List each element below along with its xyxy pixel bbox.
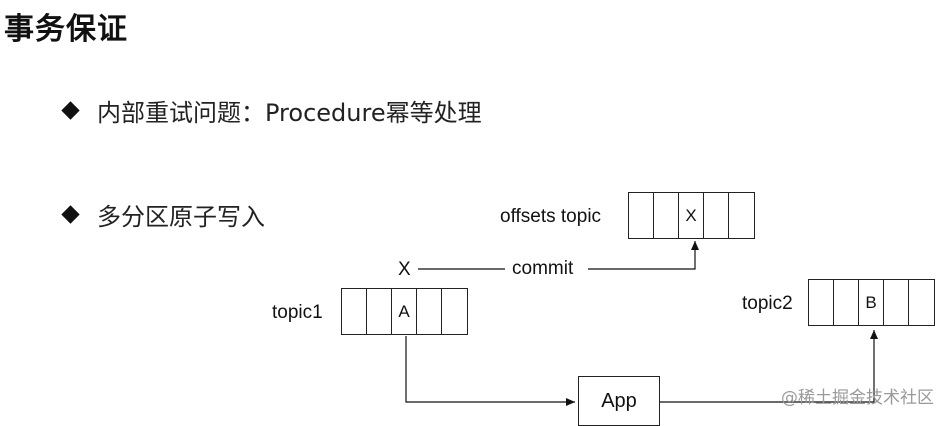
bullet-atomic-write: 多分区原子写入	[61, 197, 265, 232]
bullet-text: 内部重试问题：Procedure幂等处理	[97, 99, 482, 127]
topic1-cell	[442, 289, 467, 334]
bullet-text: 多分区原子写入	[97, 203, 265, 231]
offsets-cell	[729, 193, 754, 238]
slide-title: 事务保证	[4, 12, 128, 47]
offsets-cell: X	[679, 193, 704, 238]
diagram-connectors	[405, 241, 878, 406]
commit-arrow	[588, 241, 699, 270]
topic1-partition: A	[341, 288, 468, 335]
topic2-cell	[809, 280, 834, 325]
topic1-cell	[342, 289, 367, 334]
watermark: @稀土掘金技术社区	[781, 388, 934, 408]
offsets-cell	[654, 193, 679, 238]
topic2-label: topic2	[742, 293, 793, 314]
offsets-topic-partition: X	[628, 192, 755, 239]
topic1-cell	[417, 289, 442, 334]
topic2-partition: B	[808, 279, 935, 326]
app-label: App	[601, 389, 637, 412]
app-box: App	[578, 376, 660, 426]
commit-label: commit	[512, 258, 574, 279]
topic1-to-app-arrow	[405, 336, 575, 406]
topic1-label: topic1	[272, 302, 323, 323]
topic2-cell	[909, 280, 934, 325]
app-to-topic2-arrow	[660, 330, 878, 403]
topic2-cell	[884, 280, 909, 325]
offsets-cell	[629, 193, 654, 238]
commit-x-marker: X	[398, 259, 411, 280]
topic1-cell	[367, 289, 392, 334]
offsets-topic-label: offsets topic	[500, 206, 602, 227]
offsets-cell	[704, 193, 729, 238]
bullet-idempotent: 内部重试问题：Procedure幂等处理	[61, 93, 482, 128]
topic2-cell: B	[859, 280, 884, 325]
topic2-cell	[834, 280, 859, 325]
topic1-cell: A	[392, 289, 417, 334]
